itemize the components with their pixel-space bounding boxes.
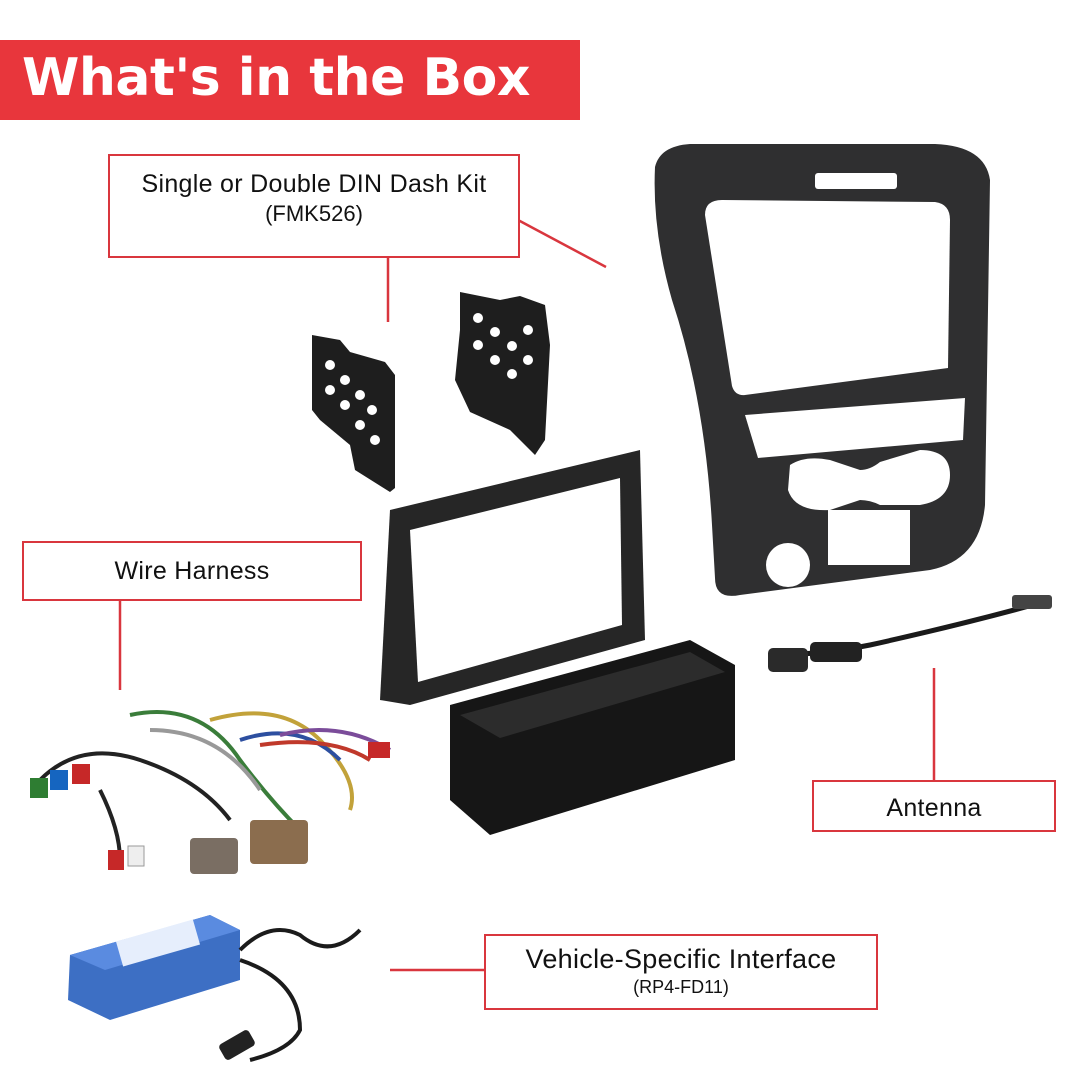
interface-label-model: (RP4-FD11) [633, 977, 729, 998]
leader-line-dash-kit [517, 218, 607, 269]
double-din-frame-image [380, 450, 645, 705]
wire-harness-image [38, 710, 392, 861]
header-banner: What's in the Box [0, 40, 580, 120]
antenna-label-title: Antenna [886, 794, 982, 822]
wire-harness-label-title: Wire Harness [114, 557, 270, 585]
antenna-label: Antenna [812, 780, 1056, 832]
interface-module-image [68, 915, 362, 1062]
harness-connectors [30, 742, 390, 874]
dash-kit-label-title: Single or Double DIN Dash Kit [141, 170, 487, 198]
dash-kit-label-model: (FMK526) [265, 200, 363, 226]
antenna-adapter-image [768, 595, 1052, 672]
dash-kit-image [654, 144, 990, 596]
interface-label-title: Vehicle-Specific Interface [525, 944, 837, 974]
wire-harness-label: Wire Harness [22, 541, 362, 601]
pocket-image [450, 640, 735, 835]
page-title: What's in the Box [22, 48, 530, 108]
din-bracket-right-image [455, 292, 550, 455]
din-bracket-left-image [312, 335, 395, 492]
leader-lines [118, 218, 936, 972]
interface-label: Vehicle-Specific Interface (RP4-FD11) [484, 934, 878, 1010]
dash-kit-label: Single or Double DIN Dash Kit (FMK526) [108, 154, 520, 258]
